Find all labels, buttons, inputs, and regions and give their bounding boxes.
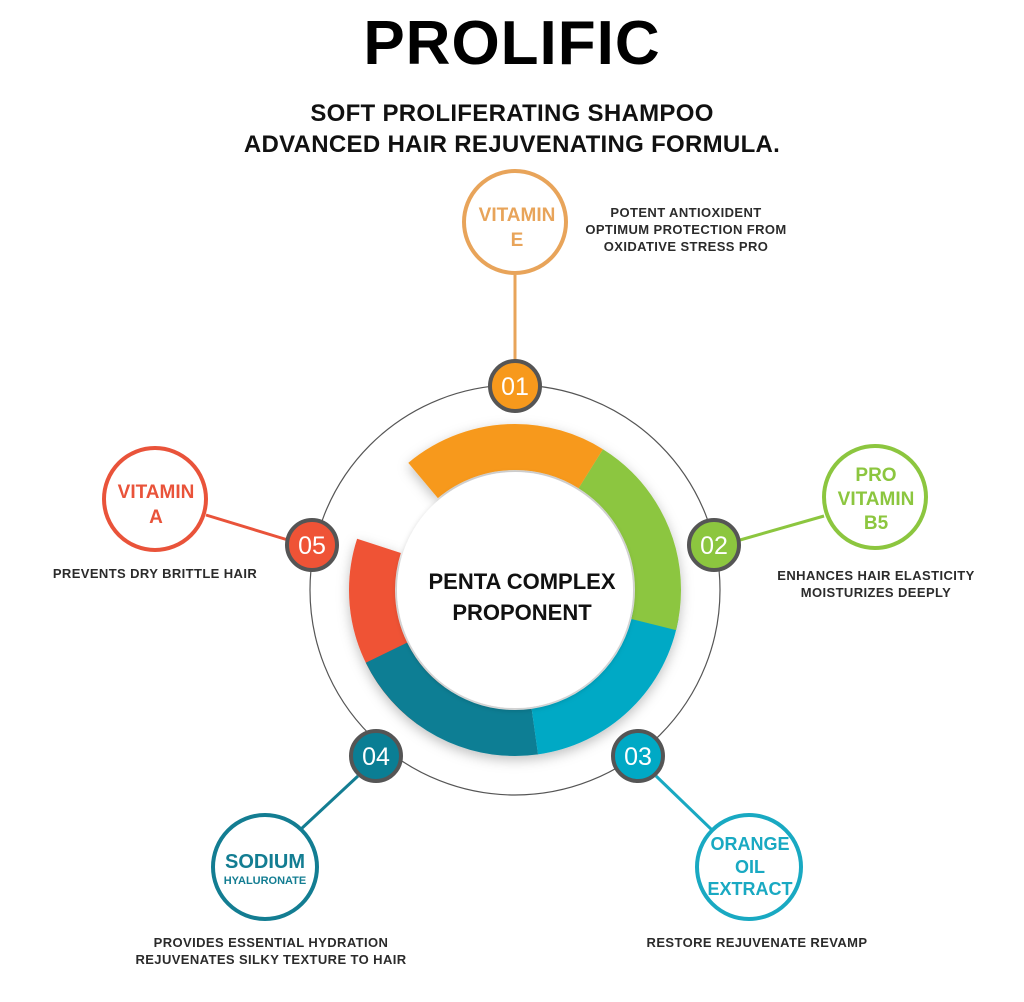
subtitle-line-2: ADVANCED HAIR REJUVENATING FORMULA. <box>243 131 781 158</box>
page-title: PROLIFIC <box>363 9 661 78</box>
desc-sodium-line-2: REJUVENATES SILKY TEXTURE TO HAIR <box>135 952 407 967</box>
badge-03: 03 <box>611 729 665 783</box>
desc-b5-line-2: MOISTURIZES DEEPLY <box>800 585 952 600</box>
badge-05-number: 05 <box>298 532 326 560</box>
segment-red <box>349 424 681 756</box>
desc-vitamin-e: POTENT ANTIOXIDENT OPTIMUM PROTECTION FR… <box>560 204 812 255</box>
bubble-pro-vitamin-b5: PRO VITAMIN B5 <box>822 444 928 550</box>
badge-05: 05 <box>285 518 339 572</box>
bubble-sodium-line-2: HYALURONATE <box>224 875 307 887</box>
badge-04-number: 04 <box>362 743 390 771</box>
desc-b5-line-1: ENHANCES HAIR ELASTICITY <box>777 568 975 583</box>
desc-vitamin-e-line-1: POTENT ANTIOXIDENT <box>610 205 762 220</box>
badge-01-number: 01 <box>501 373 529 401</box>
segment-green <box>349 424 681 756</box>
bubble-vitamin-e-line-2: E <box>511 230 524 251</box>
desc-orange-oil-extract: RESTORE REJUVENATE REVAMP <box>615 934 899 951</box>
badge-03-number: 03 <box>624 743 652 771</box>
bubble-orange-line-2: OIL <box>735 857 765 877</box>
desc-orange-line-1: RESTORE REJUVENATE REVAMP <box>646 935 868 950</box>
bubble-vitamin-e-line-1: VITAMIN <box>479 205 556 226</box>
badge-02: 02 <box>687 518 741 572</box>
bubble-sodium-line-1: SODIUM <box>225 851 305 873</box>
desc-sodium-line-1: PROVIDES ESSENTIAL HYDRATION <box>153 935 389 950</box>
connector-03 <box>654 774 714 832</box>
bubble-vitamin-a-line-2: A <box>149 507 163 528</box>
bubble-orange-line-3: EXTRACT <box>708 879 793 899</box>
bubble-sodium-hyaluronate: SODIUM HYALURONATE <box>211 813 319 921</box>
desc-vitamin-a-line-1: PREVENTS DRY BRITTLE HAIR <box>52 566 258 581</box>
bubble-vitamin-a: VITAMIN A <box>102 446 208 552</box>
connector-04 <box>298 774 360 832</box>
bubble-orange-oil-extract: ORANGE OIL EXTRACT <box>695 813 803 921</box>
connector-02 <box>739 514 825 542</box>
bubble-b5-line-2: VITAMIN <box>838 489 915 510</box>
badge-01: 01 <box>488 359 542 413</box>
subtitle-line-1: SOFT PROLIFERATING SHAMPOO <box>310 100 714 127</box>
bubble-vitamin-a-line-1: VITAMIN <box>118 482 195 503</box>
center-label-line-2: PROPONENT <box>452 600 592 625</box>
center-label-line-1: PENTA COMPLEX <box>428 569 615 594</box>
desc-vitamin-e-line-2: OPTIMUM PROTECTION FROM <box>585 222 787 237</box>
bubble-vitamin-e: VITAMIN E <box>462 169 568 275</box>
desc-vitamin-a: PREVENTS DRY BRITTLE HAIR <box>30 565 280 582</box>
center-disc <box>397 472 633 708</box>
bubble-orange-line-1: ORANGE <box>710 834 789 854</box>
badge-04: 04 <box>349 729 403 783</box>
desc-sodium-hyaluronate: PROVIDES ESSENTIAL HYDRATION REJUVENATES… <box>110 934 432 968</box>
badge-02-number: 02 <box>700 532 728 560</box>
desc-pro-vitamin-b5: ENHANCES HAIR ELASTICITY MOISTURIZES DEE… <box>750 567 1002 601</box>
segment-orange <box>349 424 681 756</box>
segment-darkteal <box>349 424 681 756</box>
bubble-b5-line-1: PRO <box>855 465 896 486</box>
bubble-b5-line-3: B5 <box>864 513 889 534</box>
connector-05 <box>205 513 289 542</box>
desc-vitamin-e-line-3: OXIDATIVE STRESS PRO <box>603 239 769 254</box>
